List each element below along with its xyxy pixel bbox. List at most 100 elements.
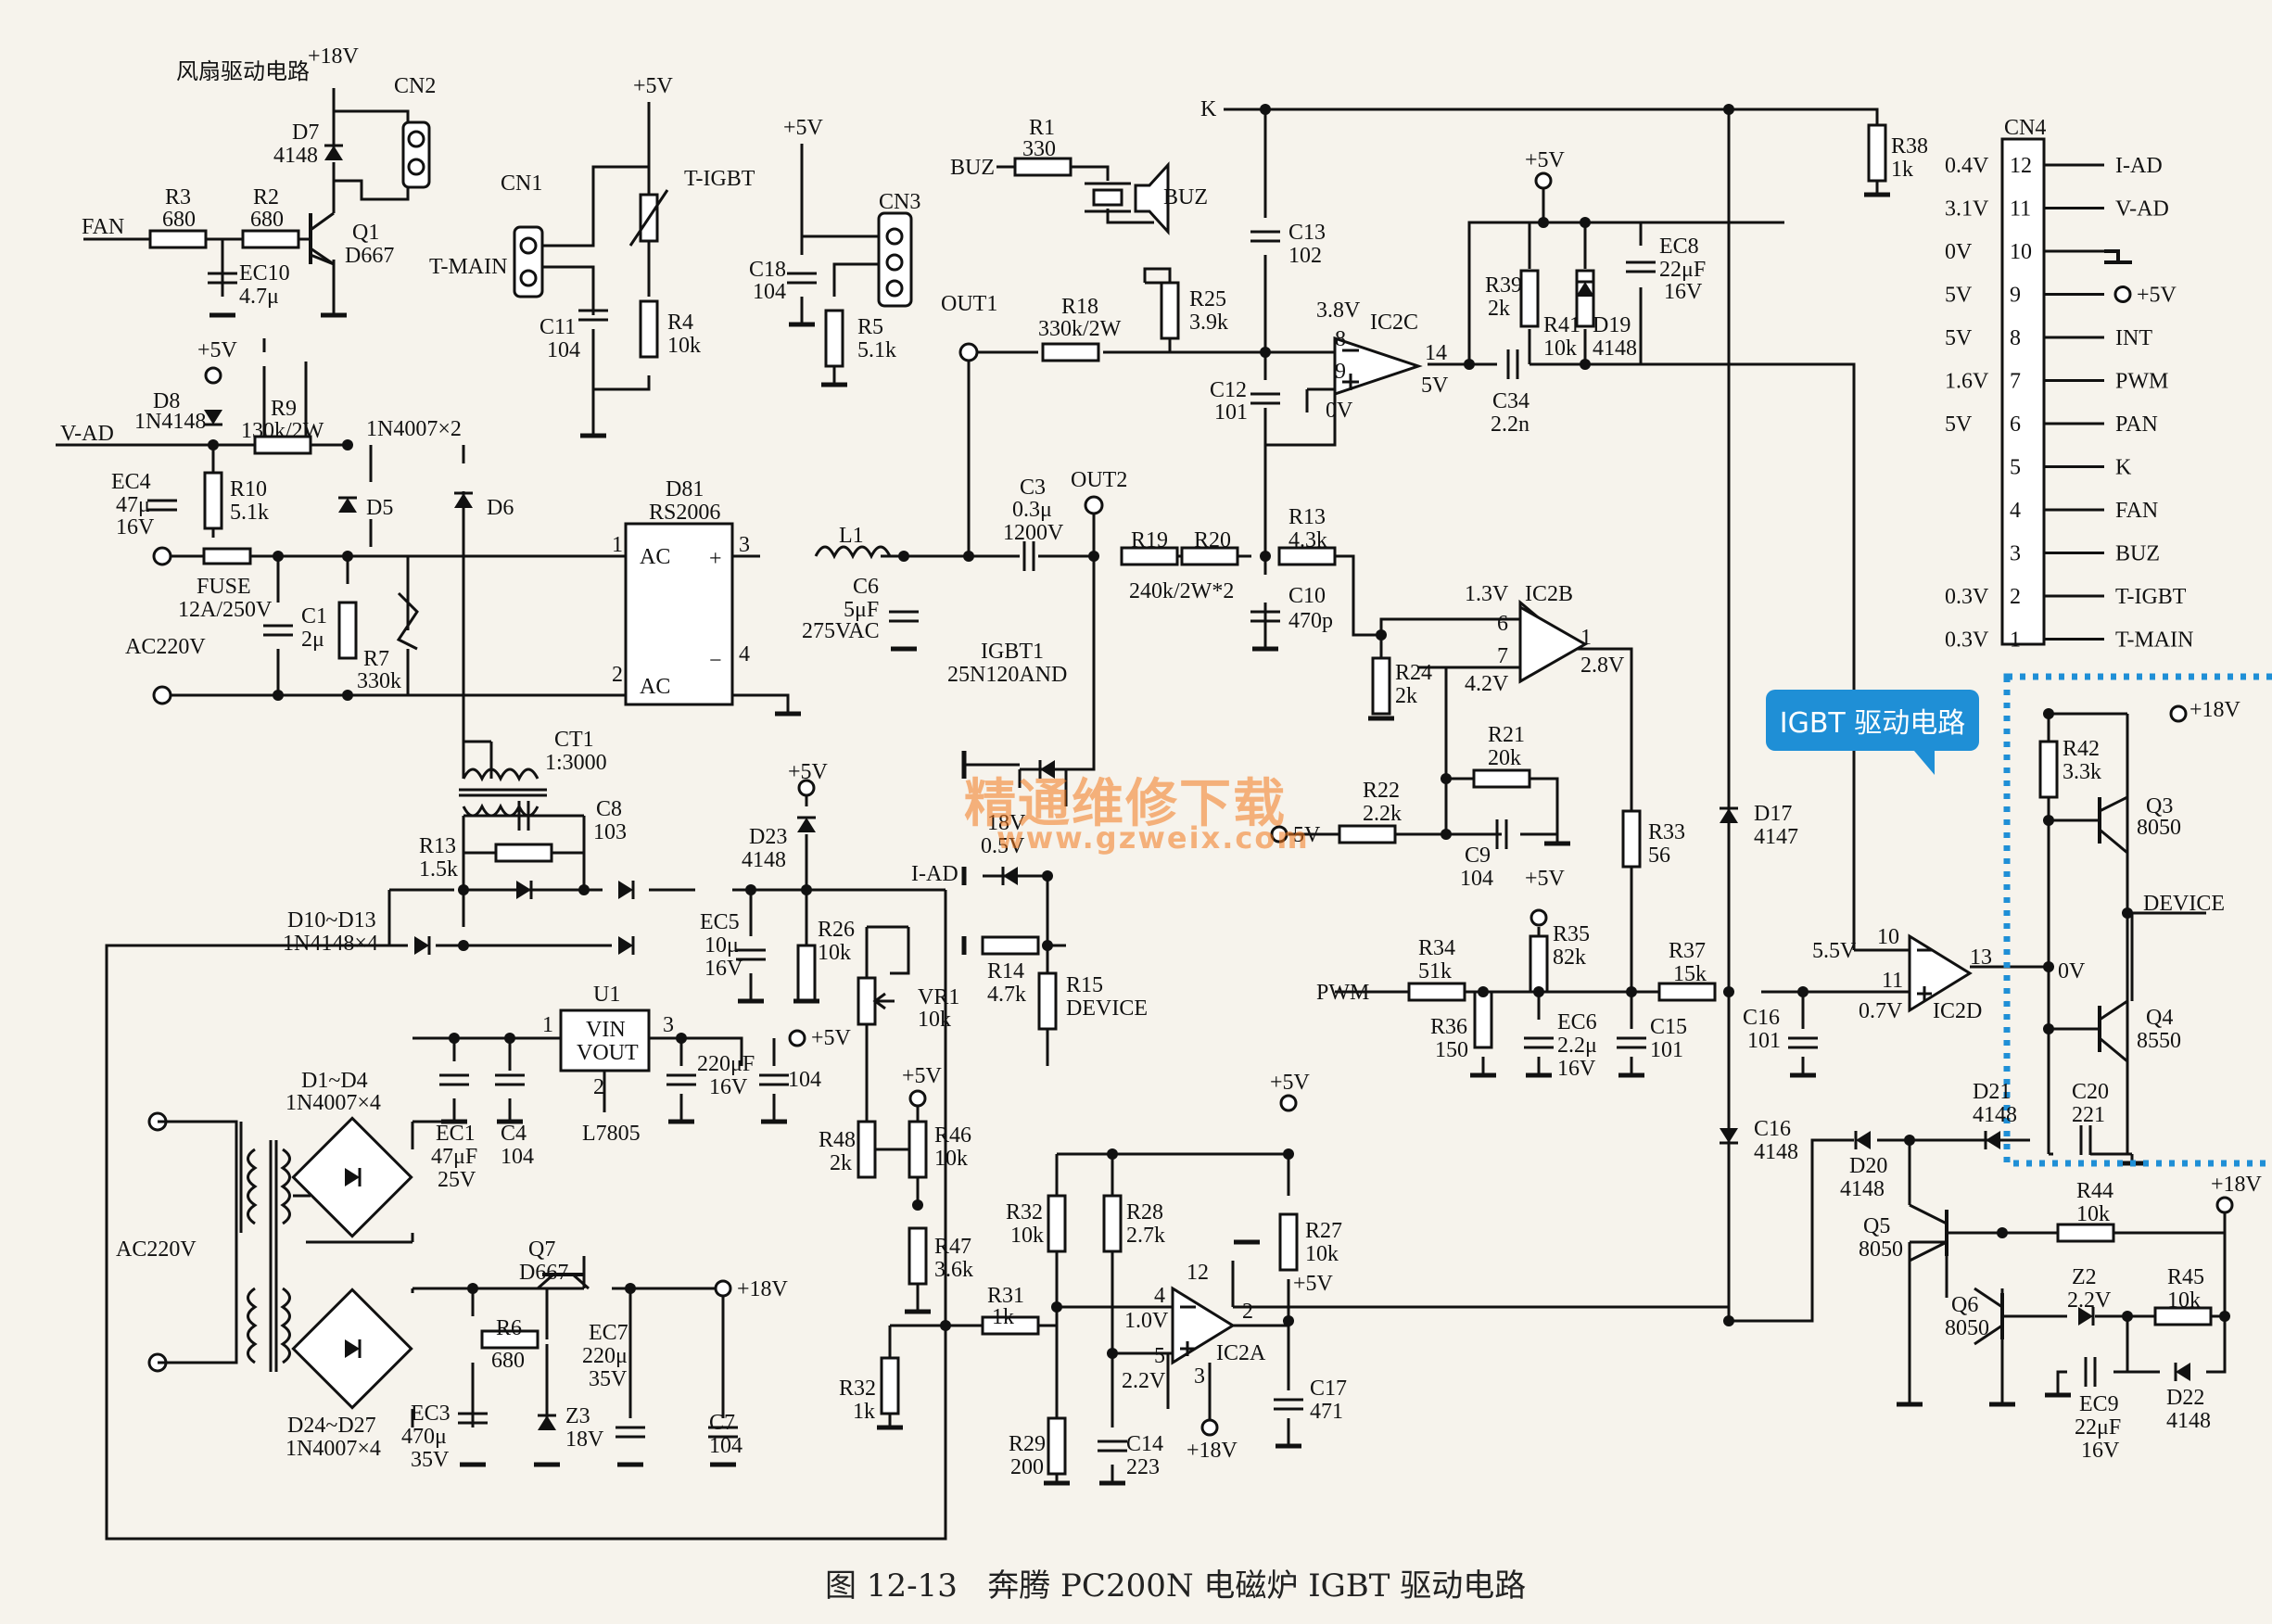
- label-5v-f: +5V: [1525, 867, 1566, 891]
- label-c7: C7: [709, 1411, 735, 1435]
- label-r44-value: 10k: [2076, 1202, 2110, 1226]
- label-5v-c: +5V: [1525, 148, 1566, 172]
- label-ct1: CT1: [554, 728, 594, 752]
- label-18v-b: +18V: [2189, 698, 2241, 722]
- label-5v-a: +5V: [633, 74, 674, 98]
- label-pin7: 7: [1497, 644, 1508, 668]
- label-ic2a-pin4: 4: [1154, 1284, 1165, 1308]
- label-buz-in: BUZ: [950, 156, 995, 180]
- cn4-pin-signal: PWM: [2115, 370, 2168, 394]
- label-l7805: L7805: [582, 1122, 641, 1146]
- label-5v-out: 5V: [1421, 374, 1449, 398]
- label-ac220b: AC220V: [116, 1237, 197, 1262]
- cn4-pin-signal: FAN: [2115, 499, 2158, 523]
- label-fan: FAN: [82, 215, 124, 239]
- label-ec6-voltage: 16V: [1557, 1057, 1596, 1081]
- label-u1: U1: [593, 983, 620, 1007]
- label-r27: R27: [1305, 1219, 1342, 1243]
- label-c17-value: 471: [1310, 1400, 1343, 1424]
- label-r37-value: 15k: [1673, 962, 1707, 986]
- label-d23-value: 4148: [742, 848, 786, 872]
- label-ec3-voltage: 35V: [411, 1448, 450, 1472]
- label-c17: C17: [1310, 1377, 1347, 1401]
- label-r45-value: 10k: [2167, 1288, 2201, 1313]
- label-c104: 104: [788, 1068, 821, 1092]
- label-r13b-value: 1.5k: [419, 857, 458, 882]
- watermark-url: www.gzweix.com: [996, 820, 1310, 856]
- label-r34-value: 51k: [1418, 959, 1452, 983]
- label-r7-value: 330k: [357, 669, 401, 693]
- label-r26-value: 10k: [818, 941, 851, 965]
- label-r28: R28: [1126, 1200, 1163, 1224]
- label-r38: R38: [1891, 134, 1928, 159]
- label-d19-value: 4148: [1593, 336, 1637, 361]
- label-r36: R36: [1430, 1015, 1467, 1039]
- label-r32a-value: 10k: [1010, 1224, 1044, 1248]
- label-c15: C15: [1650, 1015, 1687, 1039]
- cn4-pin-number: 8: [2010, 326, 2021, 350]
- label-0v-a: 0V: [1326, 399, 1353, 423]
- label-c220-voltage: 16V: [709, 1075, 748, 1099]
- cn4-pin-voltage: 5V: [1945, 326, 1973, 350]
- label-d7-value: 4148: [273, 144, 318, 168]
- label-r10-value: 5.1k: [230, 501, 269, 525]
- label-q5-value: 8050: [1859, 1237, 1903, 1262]
- label-pin10: 10: [1877, 925, 1899, 949]
- label-c16b-value: 4148: [1754, 1140, 1798, 1164]
- label-d23: D23: [749, 825, 787, 849]
- label-r3-value: 680: [162, 208, 196, 232]
- cn4-pin-number: 1: [2010, 628, 2021, 653]
- label-c20-value: 221: [2072, 1103, 2105, 1127]
- label-d6: D6: [487, 496, 514, 520]
- label-0.7v: 0.7V: [1859, 999, 1903, 1023]
- label-d10-value: 1N4148×4: [283, 932, 378, 956]
- label-18v-fan: +18V: [308, 44, 360, 69]
- label-igbt-value: 25N120AND: [947, 663, 1067, 687]
- label-ec3-value: 470μ: [401, 1425, 447, 1449]
- label-c14-value: 223: [1126, 1455, 1160, 1479]
- label-bridge-pin1: 1: [612, 533, 623, 557]
- cn4-pin-number: 6: [2010, 412, 2021, 437]
- label-r34: R34: [1418, 936, 1455, 960]
- label-r15: R15: [1066, 973, 1103, 997]
- label-buz: BUZ: [1163, 185, 1208, 209]
- label-c3-voltage: 1200V: [1003, 521, 1064, 545]
- label-5v-in: 5V: [1293, 823, 1321, 847]
- label-ec1-value: 47μF: [431, 1145, 477, 1169]
- label-c8-value: 103: [593, 820, 627, 844]
- label-k: K: [1200, 97, 1217, 121]
- label-device: DEVICE: [2143, 892, 2225, 916]
- label-t-main: T-MAIN: [429, 255, 507, 279]
- label-c16a: C16: [1743, 1006, 1780, 1030]
- label-u1-pin3: 3: [663, 1013, 674, 1037]
- cn4-pin-signal: BUZ: [2115, 542, 2160, 566]
- label-c18: C18: [749, 258, 786, 282]
- label-5v-plus: +5V: [1293, 1272, 1334, 1296]
- label-ac220: AC220V: [125, 635, 206, 659]
- watermark-title: 精通维修下载: [964, 774, 1287, 834]
- label-d17: D17: [1754, 802, 1792, 826]
- label-cn2: CN2: [394, 74, 436, 98]
- label-r18: R18: [1061, 295, 1098, 319]
- label-ec4: EC4: [111, 470, 151, 494]
- label-r21-value: 20k: [1488, 746, 1521, 770]
- label-c10: C10: [1288, 584, 1326, 608]
- label-c9-value: 104: [1460, 867, 1493, 891]
- label-ec8: EC8: [1659, 235, 1699, 259]
- label-r46: R46: [934, 1123, 971, 1148]
- label-q4-value: 8550: [2137, 1029, 2181, 1053]
- label-r13b: R13: [419, 834, 456, 858]
- cn4-pin-signal: V-AD: [2115, 197, 2169, 222]
- label-pin13: 13: [1970, 945, 1992, 970]
- cn4-pin-number: 9: [2010, 284, 2021, 308]
- label-r6-value: 680: [491, 1349, 525, 1373]
- label-ec5: EC5: [700, 910, 740, 934]
- label-r9: R9: [271, 397, 297, 421]
- label-5v-h: +5V: [902, 1064, 943, 1088]
